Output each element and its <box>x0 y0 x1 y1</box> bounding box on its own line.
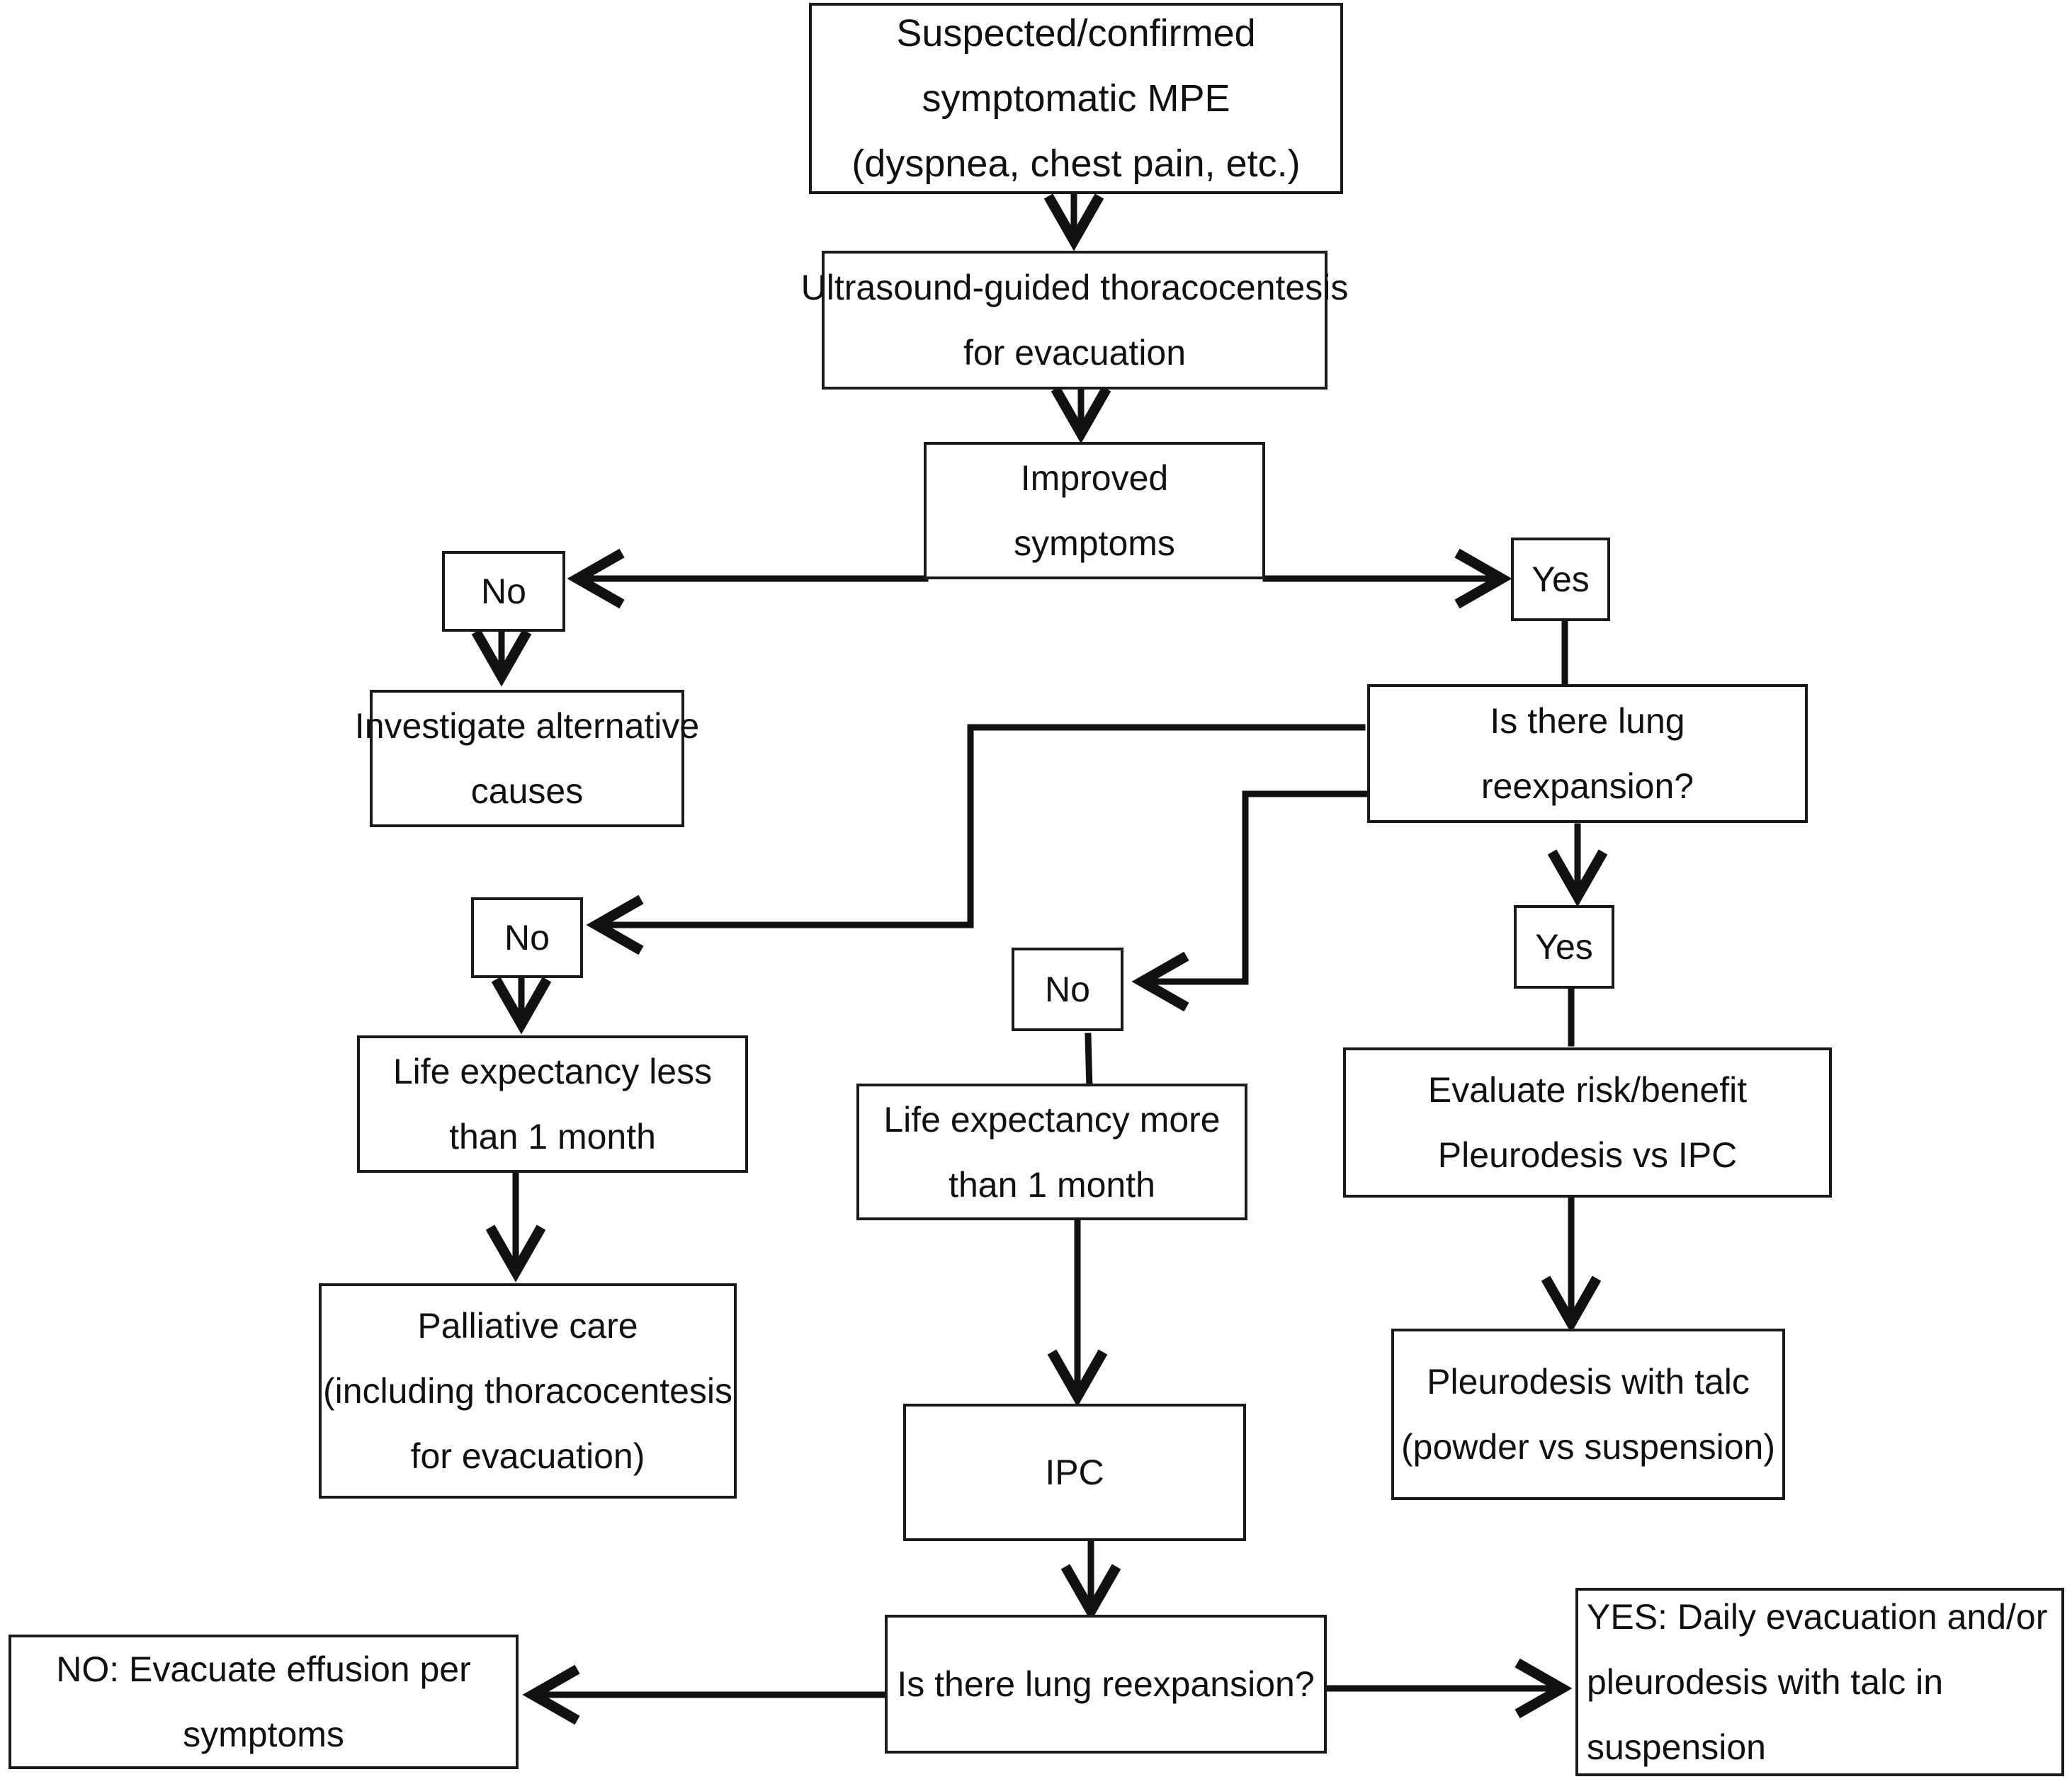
node-yes-improved: Yes <box>1511 538 1610 621</box>
node-yes-reexpansion-label: Yes <box>1535 927 1593 967</box>
node-life-expectancy-more: Life expectancy more than 1 month <box>856 1084 1247 1220</box>
node-ipc-label: IPC <box>1045 1453 1104 1492</box>
node-yes-daily-evacuation: YES: Daily evacuation and/or pleurodesis… <box>1575 1588 2064 1776</box>
node-pleurodesis-with-talc-label: Pleurodesis with talc (powder vs suspens… <box>1400 1362 1776 1467</box>
node-palliative-care-label: Palliative care (including thoracocentes… <box>322 1306 733 1476</box>
node-yes-daily-evacuation-label: YES: Daily evacuation and/or pleurodesis… <box>1587 1597 2048 1767</box>
node-no-evacuate-effusion: NO: Evacuate effusion per symptoms <box>9 1635 519 1769</box>
edge-reexpansion-to-no-a <box>586 724 1366 955</box>
node-lung-reexpansion-question-2: Is there lung reexpansion? <box>885 1615 1327 1754</box>
edge-no-b-to-life-more <box>1085 1033 1093 1093</box>
node-ultrasound-thoracocentesis-label: Ultrasound-guided thoracocentesis for ev… <box>800 268 1349 373</box>
node-investigate-alternative-causes-label: Investigate alternative causes <box>354 706 700 811</box>
node-no-improved-label: No <box>481 572 526 611</box>
node-improved-symptoms: Improved symptoms <box>924 442 1265 579</box>
node-life-expectancy-more-label: Life expectancy more than 1 month <box>883 1099 1221 1205</box>
node-no-reexpansion-b: No <box>1012 948 1123 1031</box>
node-no-improved: No <box>442 551 565 632</box>
edge-reexpansion-to-no-b <box>1131 790 1369 1012</box>
node-yes-reexpansion: Yes <box>1514 905 1614 989</box>
node-lung-reexpansion-question-2-label: Is there lung reexpansion? <box>897 1664 1315 1704</box>
node-no-reexpansion-b-label: No <box>1045 970 1090 1009</box>
node-palliative-care: Palliative care (including thoracocentes… <box>319 1283 737 1499</box>
node-pleurodesis-with-talc: Pleurodesis with talc (powder vs suspens… <box>1391 1329 1785 1500</box>
node-evaluate-risk-benefit-label: Evaluate risk/benefit Pleurodesis vs IPC <box>1427 1070 1748 1175</box>
node-no-reexpansion-a-label: No <box>504 918 550 958</box>
node-life-expectancy-less-label: Life expectancy less than 1 month <box>392 1052 713 1157</box>
node-investigate-alternative-causes: Investigate alternative causes <box>355 690 699 827</box>
node-no-evacuate-effusion-label: NO: Evacuate effusion per symptoms <box>56 1649 471 1754</box>
node-lung-reexpansion-question-label: Is there lung reexpansion? <box>1481 701 1694 806</box>
node-no-reexpansion-a: No <box>471 897 583 978</box>
node-life-expectancy-less: Life expectancy less than 1 month <box>357 1035 748 1173</box>
node-ultrasound-thoracocentesis: Ultrasound-guided thoracocentesis for ev… <box>801 251 1348 390</box>
node-suspected-mpe-label: Suspected/confirmed symptomatic MPE (dys… <box>851 12 1301 185</box>
node-improved-symptoms-label: Improved symptoms <box>1014 458 1175 563</box>
node-lung-reexpansion-question: Is there lung reexpansion? <box>1367 684 1808 823</box>
node-ipc: IPC <box>903 1404 1246 1541</box>
node-suspected-mpe: Suspected/confirmed symptomatic MPE (dys… <box>809 3 1343 194</box>
node-yes-improved-label: Yes <box>1532 559 1590 599</box>
node-evaluate-risk-benefit: Evaluate risk/benefit Pleurodesis vs IPC <box>1343 1047 1832 1198</box>
